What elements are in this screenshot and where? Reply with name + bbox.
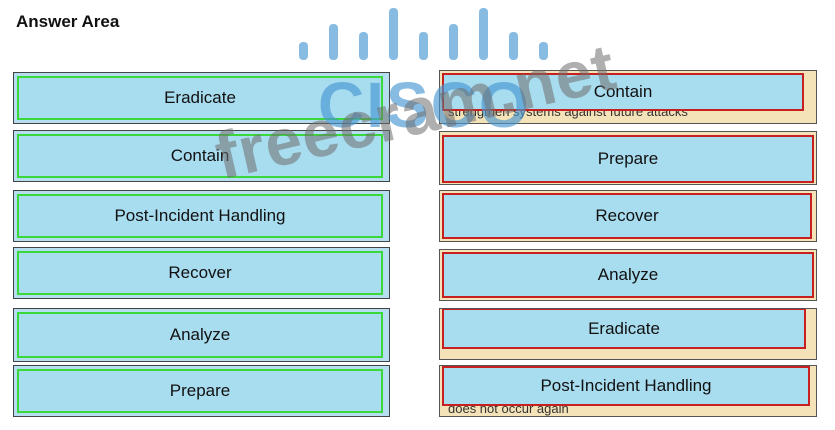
dropped-answer[interactable]: Contain bbox=[442, 73, 804, 111]
source-item-contain[interactable]: Contain bbox=[13, 130, 390, 182]
answer-area-title: Answer Area bbox=[16, 12, 120, 31]
source-item-label[interactable]: Eradicate bbox=[17, 76, 383, 120]
target-slot-2[interactable]: Prepare bbox=[439, 131, 817, 185]
target-slot-1[interactable]: strengthen systems against future attack… bbox=[439, 70, 817, 124]
target-slot-3[interactable]: Recover bbox=[439, 190, 817, 242]
source-item-analyze[interactable]: Analyze bbox=[13, 308, 390, 362]
target-slot-5[interactable]: Eradicate bbox=[439, 308, 817, 360]
source-item-eradicate[interactable]: Eradicate bbox=[13, 72, 390, 124]
dropped-answer[interactable]: Prepare bbox=[442, 135, 814, 183]
dropped-answer[interactable]: Analyze bbox=[442, 252, 814, 298]
source-item-label[interactable]: Contain bbox=[17, 134, 383, 178]
dropped-answer[interactable]: Post-Incident Handling bbox=[442, 366, 810, 406]
target-slot-6[interactable]: does not occur again Post-Incident Handl… bbox=[439, 365, 817, 417]
source-item-label[interactable]: Analyze bbox=[17, 312, 383, 358]
source-item-prepare[interactable]: Prepare bbox=[13, 365, 390, 417]
source-item-recover[interactable]: Recover bbox=[13, 247, 390, 299]
source-item-post-incident-handling[interactable]: Post-Incident Handling bbox=[13, 190, 390, 242]
source-item-label[interactable]: Recover bbox=[17, 251, 383, 295]
cisco-logo-bars-icon bbox=[299, 8, 548, 60]
dropped-answer[interactable]: Recover bbox=[442, 193, 812, 239]
source-item-label[interactable]: Post-Incident Handling bbox=[17, 194, 383, 238]
source-item-label[interactable]: Prepare bbox=[17, 369, 383, 413]
dropped-answer[interactable]: Eradicate bbox=[442, 309, 806, 349]
target-slot-4[interactable]: Analyze bbox=[439, 249, 817, 301]
